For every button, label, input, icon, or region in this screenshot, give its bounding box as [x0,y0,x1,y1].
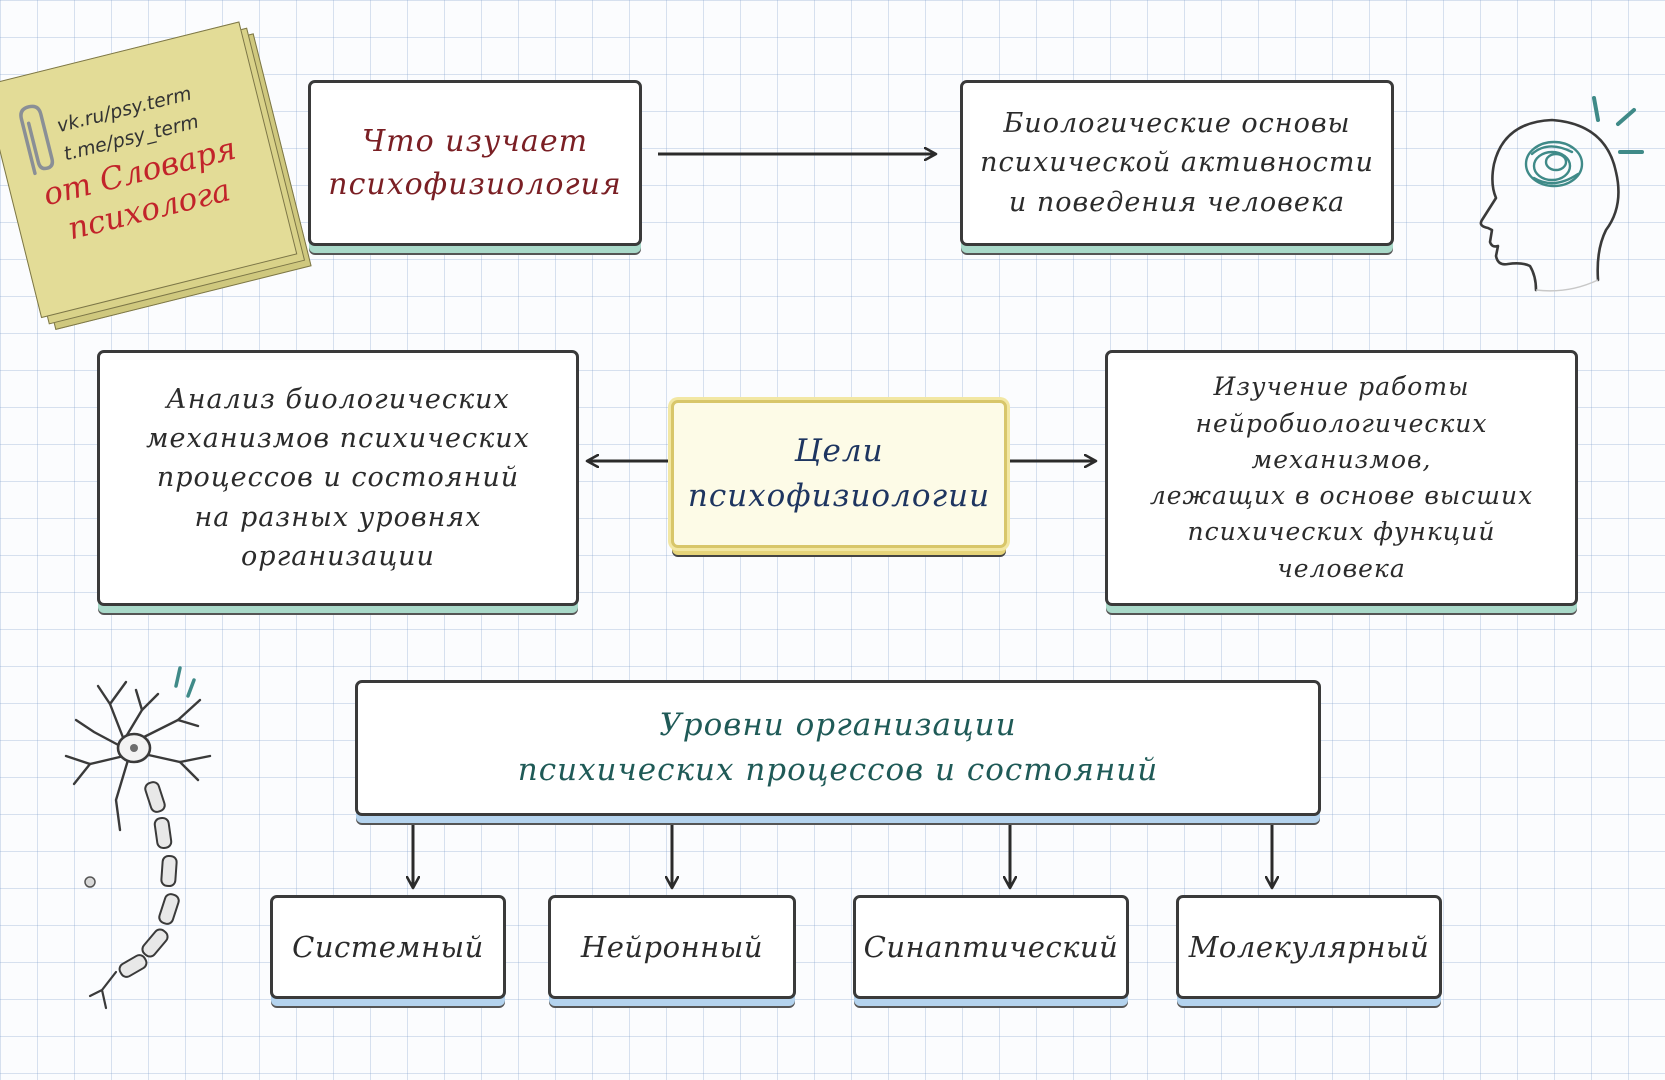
analysis-box: Анализ биологических механизмов психичес… [97,350,579,606]
biology-text: Биологические основы психической активно… [980,108,1374,218]
what-studies-box: Что изучает психофизиология [308,80,642,246]
goals-text: Цели психофизиологии [687,433,991,514]
level-molecular-box: Молекулярный [1176,895,1442,999]
sticky-note: vk.ru/psy.term t.me/psy_term от Словаря … [0,21,312,330]
paperclip-icon [19,104,55,176]
levels-title-text: Уровни организации психических процессов… [517,707,1159,788]
goals-box: Цели психофизиологии [671,400,1007,548]
level-system-text: Системный [292,929,484,964]
level-molecular-text: Молекулярный [1188,929,1430,964]
levels-title-box: Уровни организации психических процессов… [355,680,1321,816]
level-synaptic-box: Синаптический [853,895,1129,999]
study-box: Изучение работы нейробиологических механ… [1105,350,1578,606]
level-neuron-box: Нейронный [548,895,796,999]
level-synaptic-text: Синаптический [863,929,1119,964]
level-system-box: Системный [270,895,506,999]
biology-box: Биологические основы психической активно… [960,80,1394,246]
study-text: Изучение работы нейробиологических механ… [1149,372,1534,583]
head-brain-icon [1479,96,1644,292]
what-studies-text: Что изучает психофизиология [328,123,622,203]
analysis-text: Анализ биологических механизмов психичес… [146,384,530,572]
neuron-icon [64,666,212,1010]
level-neuron-text: Нейронный [580,929,764,964]
